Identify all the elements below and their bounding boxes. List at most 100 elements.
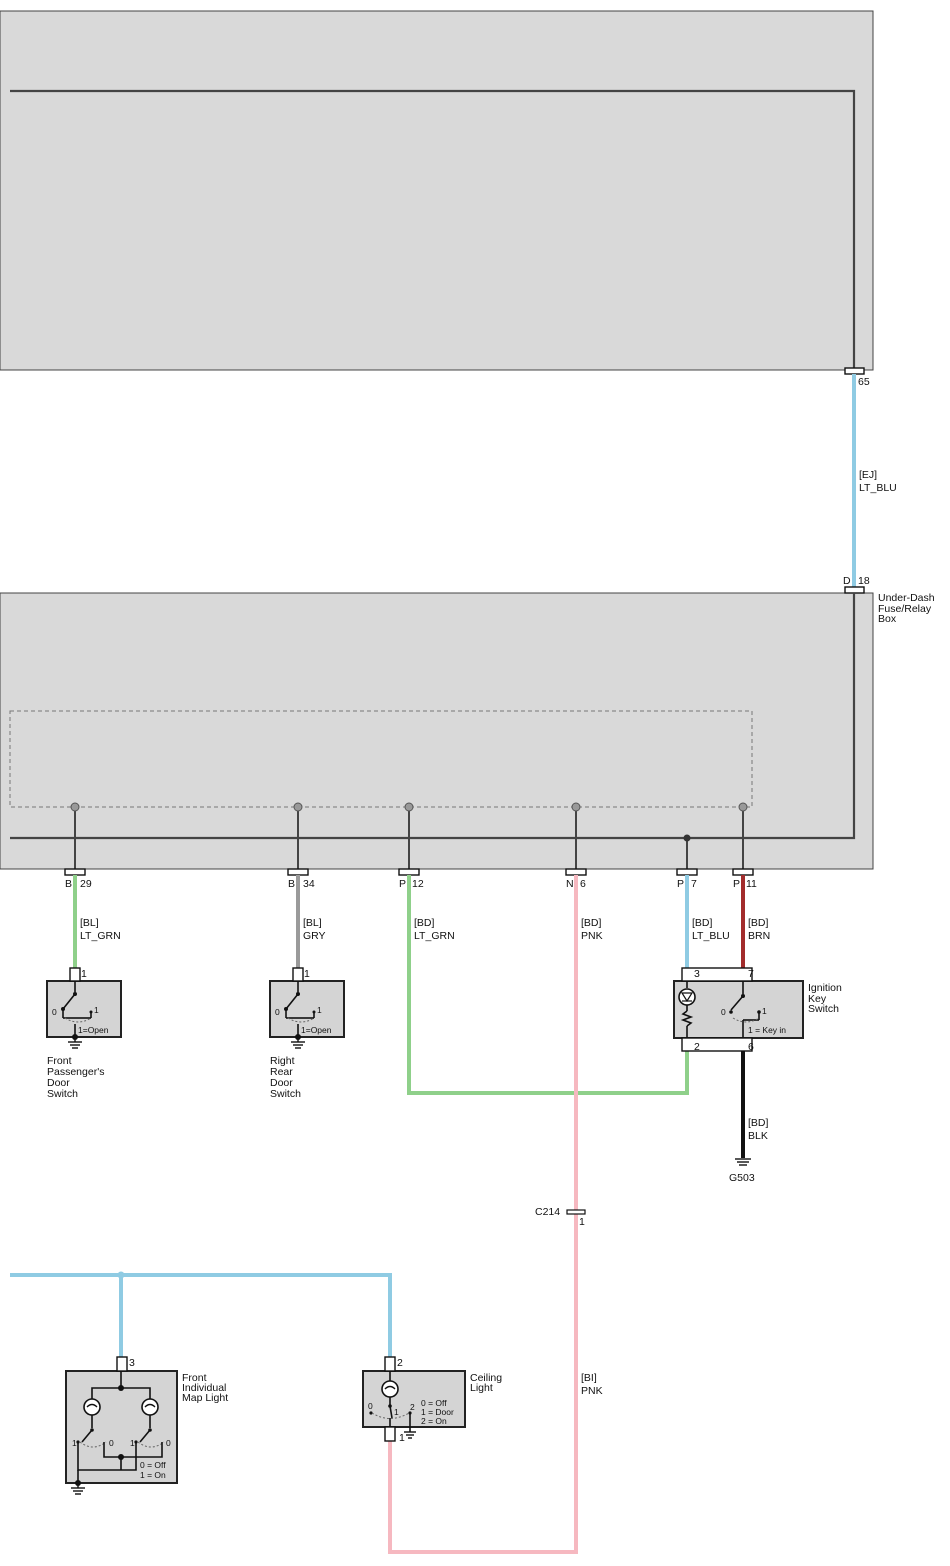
- component-label: Ignition: [808, 982, 842, 994]
- fusebox-input-pin-number: 18: [858, 575, 870, 587]
- component-label: Rear: [270, 1066, 293, 1078]
- component-label: Light: [470, 1382, 493, 1394]
- left-switch-pos-1: 1: [72, 1438, 77, 1448]
- ignition-key-switch[interactable]: 3 7 2 6 0 1 1 = Key in: [673, 967, 804, 1053]
- wire-label-code: [BD]: [581, 917, 602, 929]
- fusebox-pin-p11[interactable]: [732, 868, 754, 876]
- upper-internal-circuit: [10, 89, 856, 370]
- under-dash-fuse-relay-box[interactable]: [0, 592, 874, 870]
- component-label: Front: [182, 1372, 207, 1384]
- ceiling-legend-2: 1 = Door: [421, 1407, 454, 1417]
- ceiling-light[interactable]: 2 1 0 1 2 0 = Off 1 = Door 2 = On: [362, 1356, 466, 1444]
- fusebox-pin-p12[interactable]: [398, 868, 420, 876]
- switch-legend: 1 = Key in: [748, 1025, 786, 1035]
- pin-label-number: 34: [303, 878, 315, 890]
- left-switch-pos-0: 0: [109, 1438, 114, 1448]
- component-label: Passenger's: [47, 1066, 104, 1078]
- fusebox-internal-taps: [70, 802, 748, 872]
- ignition-pin-7: 7: [748, 968, 754, 980]
- upper-relay-box: [0, 10, 874, 371]
- front-passenger-door-switch[interactable]: 1 0 1 1=Open: [46, 967, 122, 1049]
- resistor-icon: [680, 1010, 694, 1027]
- wire-label-code: [BD]: [748, 917, 769, 929]
- connector-c214-pin: 1: [579, 1216, 585, 1228]
- connector-pin: [69, 967, 81, 982]
- fusebox-pin-n6[interactable]: [565, 868, 587, 876]
- pin-label-prefix: P: [399, 878, 406, 890]
- switch-pin-number: 1: [81, 968, 87, 980]
- pin-label-prefix: P: [733, 878, 740, 890]
- wire-p12-lt-grn[interactable]: [407, 875, 689, 1095]
- wire-label-code: [BL]: [80, 917, 99, 929]
- wire-label-code: [BL]: [303, 917, 322, 929]
- indicator-bulb-icon: [678, 988, 696, 1006]
- component-label: Ceiling: [470, 1372, 502, 1384]
- ceiling-legend-1: 0 = Off: [421, 1398, 447, 1408]
- right-rear-door-switch[interactable]: 1 0 1 1=Open: [269, 967, 345, 1049]
- ceiling-legend-3: 2 = On: [421, 1416, 447, 1426]
- connector-pin-top: [384, 1356, 396, 1372]
- upper-box-pin-number: 65: [858, 376, 870, 388]
- ignition-pin-6: 6: [748, 1041, 754, 1053]
- fusebox-pin-b29[interactable]: [64, 868, 86, 876]
- pin-label-number: 29: [80, 878, 92, 890]
- ground-g503-icon: [735, 1158, 751, 1166]
- switch-position-1: 1: [94, 1005, 99, 1015]
- fusebox-label-line-2: Fuse/Relay: [878, 603, 932, 615]
- right-bulb-icon: [141, 1398, 159, 1416]
- pin-label-number: 11: [746, 878, 757, 890]
- component-label: Door: [270, 1077, 293, 1089]
- wire-label-color: LT_GRN: [80, 930, 121, 942]
- switch-position-0: 0: [52, 1007, 57, 1017]
- front-individual-map-light[interactable]: 3 1 0 1 0 0 = Off 1 = On: [65, 1356, 178, 1495]
- component-label: Map Light: [182, 1392, 228, 1404]
- connector-pin-bottom: [384, 1426, 396, 1442]
- component-label: Door: [47, 1077, 70, 1089]
- wire-ej-color: LT_BLU: [859, 482, 897, 494]
- switch-legend: 1=Open: [301, 1025, 332, 1035]
- wire-label-color: PNK: [581, 930, 603, 942]
- ceiling-pin-2: 2: [397, 1357, 403, 1369]
- component-label: Key: [808, 993, 827, 1005]
- fusebox-pin-d18[interactable]: [844, 586, 865, 594]
- pin-label-number: 6: [580, 878, 586, 890]
- component-label: Switch: [808, 1003, 839, 1015]
- connector-top: [681, 967, 753, 982]
- component-label: Switch: [270, 1088, 301, 1100]
- right-switch-pos-0: 0: [166, 1438, 171, 1448]
- switch-position-1: 1: [317, 1005, 322, 1015]
- fusebox-pin-p7[interactable]: [676, 868, 698, 876]
- connector-pin: [292, 967, 304, 982]
- connector-c214[interactable]: [566, 1209, 586, 1215]
- component-label: Front: [47, 1055, 72, 1067]
- map-light-pin: 3: [129, 1357, 135, 1369]
- switch-pin-number: 1: [304, 968, 310, 980]
- ground-icon: [72, 1034, 78, 1040]
- pin-label-prefix: N: [566, 878, 574, 890]
- upper-box-pin-65[interactable]: [844, 367, 865, 375]
- wire-lt-blu-lights[interactable]: [10, 1273, 392, 1358]
- ceiling-bulb-icon: [381, 1380, 399, 1398]
- wire-label-color: BLK: [748, 1130, 768, 1142]
- pin-label-number: 12: [412, 878, 424, 890]
- ignition-pin-2: 2: [694, 1041, 700, 1053]
- pin-label-prefix: B: [65, 878, 72, 890]
- component-label: Individual: [182, 1382, 226, 1394]
- fusebox-internal-module: [9, 710, 753, 808]
- wire-label-color: GRY: [303, 930, 326, 942]
- fusebox-pin-b34[interactable]: [287, 868, 309, 876]
- wire-label-code: [BD]: [692, 917, 713, 929]
- component-label: Right: [270, 1055, 295, 1067]
- switch-position-0: 0: [275, 1007, 280, 1017]
- left-bulb-icon: [83, 1398, 101, 1416]
- ceiling-pos-2: 2: [410, 1402, 415, 1412]
- ignition-pin-3: 3: [694, 968, 700, 980]
- wire-label-code: [BI]: [581, 1372, 597, 1384]
- ground-icon: [295, 1034, 301, 1040]
- wire-label-code: [BD]: [414, 917, 435, 929]
- pin-label-prefix: P: [677, 878, 684, 890]
- wire-label-color: LT_GRN: [414, 930, 455, 942]
- connector-c214-name: C214: [535, 1206, 560, 1218]
- pin-label-number: 7: [691, 878, 697, 890]
- ceiling-pin-1: 1: [399, 1432, 405, 1444]
